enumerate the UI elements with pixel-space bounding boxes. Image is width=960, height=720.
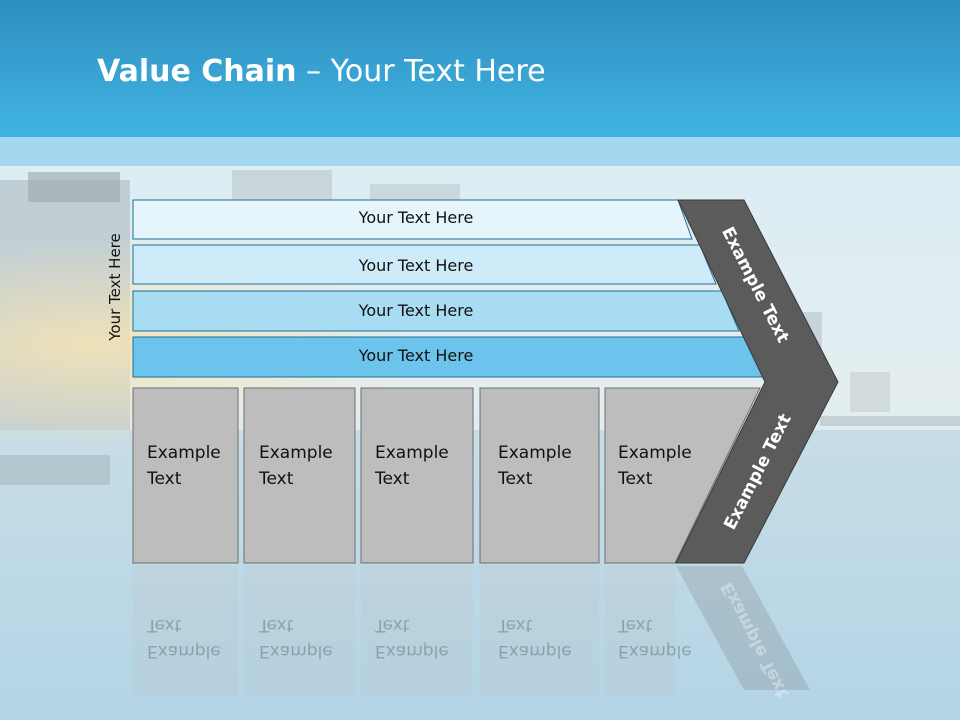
cell-reflection-3-line2: Text [375, 615, 410, 635]
cell-box-5 [604, 387, 761, 564]
cell-reflection-2-line2: Text [259, 615, 294, 635]
diagram-reflection [133, 566, 810, 696]
cell-reflection-5: Example Text [618, 612, 718, 664]
cell-label-1-line2: Text [147, 469, 182, 489]
header-band [0, 137, 960, 166]
cell-reflection-3: Example Text [375, 612, 475, 664]
cell-label-5-line2: Text [618, 469, 653, 489]
row-label-4: Your Text Here [358, 346, 474, 365]
cell-label-3-line2: Text [375, 469, 410, 489]
row-bar-2 [132, 244, 717, 285]
cell-box-3 [360, 387, 474, 564]
cell-reflection-5-line1: Example [618, 641, 692, 661]
cell-label-2-line2: Text [259, 469, 294, 489]
cell-reflection-2-line1: Example [259, 641, 333, 661]
row-label-3: Your Text Here [358, 301, 474, 320]
row-bar-1 [132, 199, 693, 240]
cell-reflection-1: Example Text [147, 612, 247, 664]
cell-reflection-5-line2: Text [618, 615, 653, 635]
header-bar [0, 0, 960, 137]
cell-reflection-1-line2: Text [147, 615, 182, 635]
cell-reflection-2: Example Text [259, 612, 359, 664]
cell-box-2 [243, 387, 356, 564]
row-label-1: Your Text Here [358, 208, 474, 227]
title-rest: – Your Text Here [296, 54, 546, 89]
cell-label-2-line1: Example [259, 443, 333, 463]
cell-reflection-4: Example Text [498, 612, 598, 664]
cell-reflection-1-line1: Example [147, 641, 221, 661]
cell-label-1-line1: Example [147, 443, 221, 463]
cell-box-1 [132, 387, 239, 564]
page-title: Value Chain – Your Text Here [97, 54, 546, 89]
cell-box-4 [479, 387, 600, 564]
cell-reflection-4-line1: Example [498, 641, 572, 661]
cell-label-3-line1: Example [375, 443, 449, 463]
row-bar-3 [132, 290, 740, 332]
row-label-2: Your Text Here [358, 256, 474, 275]
side-label: Your Text Here [106, 233, 124, 341]
title-bold: Value Chain [97, 54, 297, 89]
cell-reflection-4-line2: Text [498, 615, 533, 635]
cell-label-4-line1: Example [498, 443, 572, 463]
chevron-arrow [675, 199, 839, 564]
cell-label-5-line1: Example [618, 443, 692, 463]
cell-reflection-3-line1: Example [375, 641, 449, 661]
cell-label-4-line2: Text [498, 469, 533, 489]
